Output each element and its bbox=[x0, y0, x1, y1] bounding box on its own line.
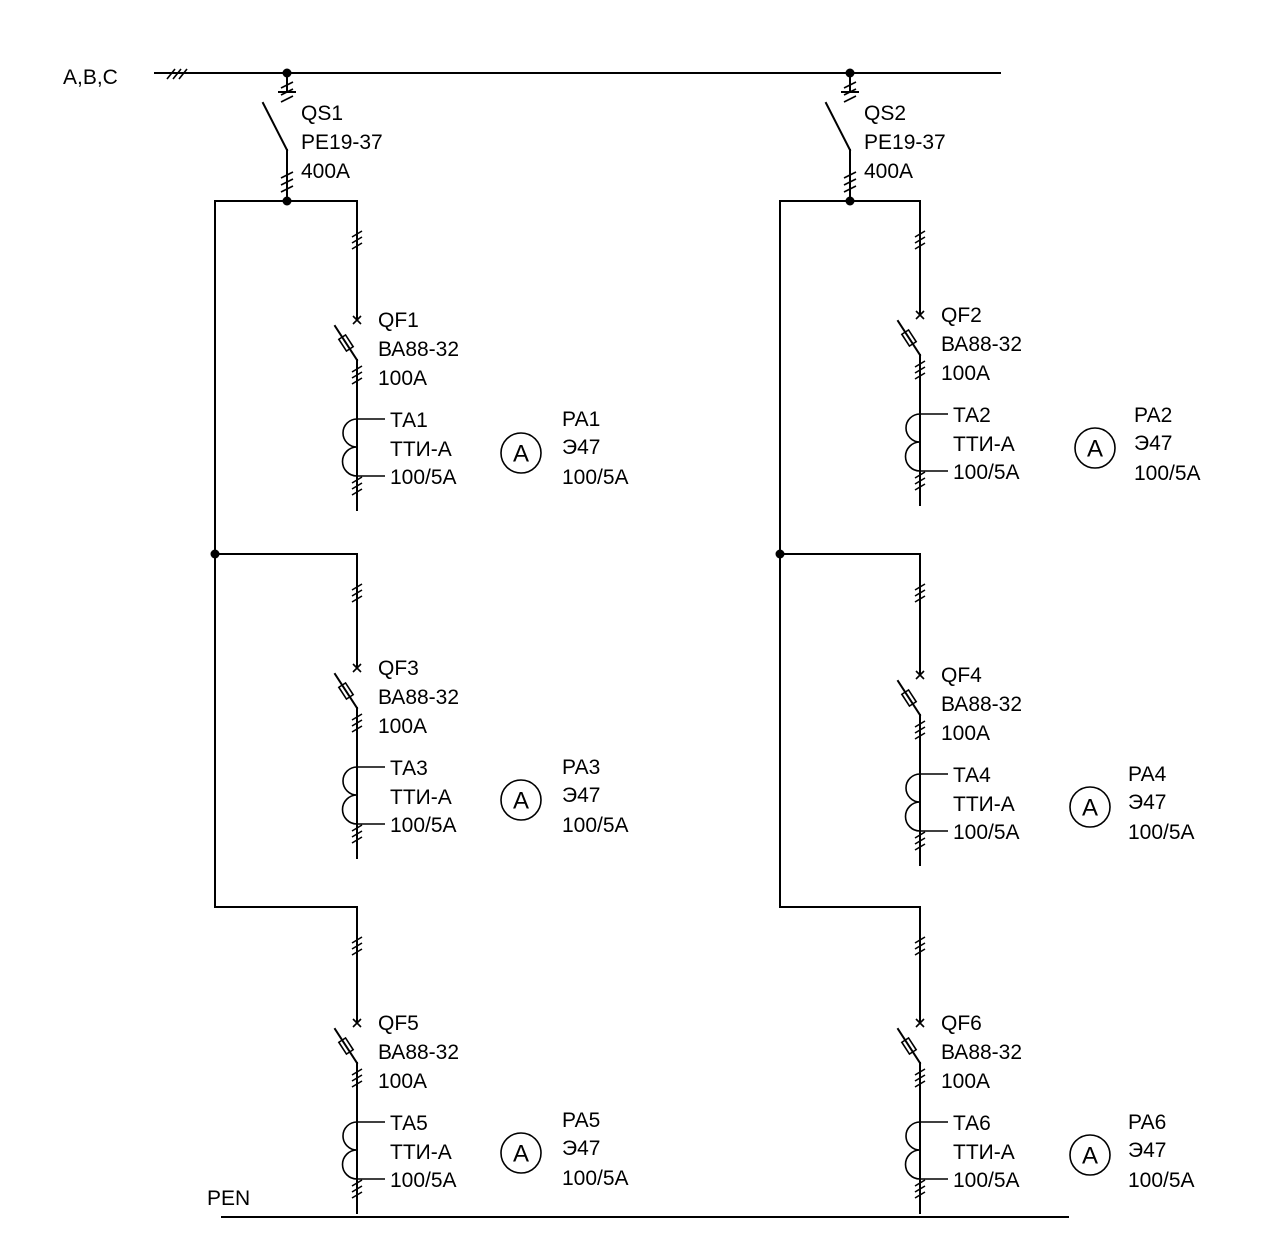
ammeter-letter: A bbox=[1087, 436, 1103, 463]
breaker-type: ВА88-32 bbox=[941, 333, 1022, 356]
meter-type: Э47 bbox=[1128, 791, 1166, 814]
ct-ratio: 100/5А bbox=[390, 1169, 457, 1192]
ct-ratio: 100/5А bbox=[953, 1169, 1020, 1192]
meter-range: 100/5А bbox=[1128, 1169, 1195, 1192]
ct-type: ТТИ-А bbox=[390, 438, 452, 461]
bus-phases-label: A,B,C bbox=[63, 66, 118, 89]
current-transformer-symbol bbox=[341, 1121, 385, 1214]
breaker-id: QF1 bbox=[378, 309, 419, 332]
ct-id: ТА6 bbox=[953, 1112, 991, 1135]
meter-range: 100/5А bbox=[1128, 821, 1195, 844]
ct-id: ТА1 bbox=[390, 409, 428, 432]
ammeter-letter: A bbox=[513, 1141, 529, 1168]
qs2-type: РЕ19-37 bbox=[864, 131, 946, 154]
meter-id: РА1 bbox=[562, 408, 600, 431]
ammeter-symbol: A bbox=[1069, 786, 1111, 828]
ammeter-letter: A bbox=[513, 788, 529, 815]
current-transformer-symbol bbox=[341, 766, 385, 859]
breaker-rating: 100А bbox=[378, 715, 427, 738]
breaker-symbol bbox=[896, 310, 925, 357]
qs1-id: QS1 bbox=[301, 102, 343, 125]
pen-conductor: PEN bbox=[207, 1187, 1069, 1218]
pen-label: PEN bbox=[207, 1187, 250, 1210]
qs2-id: QS2 bbox=[864, 102, 906, 125]
ct-type: ТТИ-А bbox=[953, 433, 1015, 456]
meter-range: 100/5А bbox=[562, 814, 629, 837]
meter-id: РА4 bbox=[1128, 763, 1167, 786]
section-right: QS2 РЕ19-37 400А bbox=[775, 68, 946, 908]
current-transformer-symbol bbox=[904, 413, 948, 506]
meter-range: 100/5А bbox=[1134, 462, 1201, 485]
ct-type: ТТИ-А bbox=[953, 793, 1015, 816]
breaker-rating: 100А bbox=[378, 1070, 427, 1093]
ct-id: ТА2 bbox=[953, 404, 991, 427]
qs1-type: РЕ19-37 bbox=[301, 131, 383, 154]
ammeter-symbol: A bbox=[500, 1132, 542, 1174]
breaker-symbol bbox=[896, 670, 925, 717]
meter-type: Э47 bbox=[1134, 432, 1172, 455]
ammeter-symbol: A bbox=[500, 779, 542, 821]
meter-type: Э47 bbox=[562, 1137, 600, 1160]
ct-id: ТА4 bbox=[953, 764, 991, 787]
breaker-rating: 100А bbox=[941, 362, 990, 385]
ct-ratio: 100/5А bbox=[390, 466, 457, 489]
breaker-id: QF2 bbox=[941, 304, 982, 327]
meter-id: РА6 bbox=[1128, 1111, 1166, 1134]
breaker-type: ВА88-32 bbox=[941, 1041, 1022, 1064]
ammeter-symbol: A bbox=[1074, 427, 1116, 469]
breaker-id: QF5 bbox=[378, 1012, 419, 1035]
ammeter-letter: A bbox=[513, 441, 529, 468]
breaker-symbol bbox=[896, 1018, 925, 1065]
main-bus: A,B,C bbox=[63, 66, 1001, 89]
breaker-type: ВА88-32 bbox=[378, 338, 459, 361]
meter-type: Э47 bbox=[562, 784, 600, 807]
ct-type: ТТИ-А bbox=[390, 1141, 452, 1164]
breaker-type: ВА88-32 bbox=[378, 686, 459, 709]
meter-range: 100/5А bbox=[562, 1167, 629, 1190]
breaker-id: QF6 bbox=[941, 1012, 982, 1035]
qs1-rating: 400А bbox=[301, 160, 350, 183]
meter-id: РА3 bbox=[562, 756, 600, 779]
meter-type: Э47 bbox=[562, 436, 600, 459]
ammeter-symbol: A bbox=[500, 432, 542, 474]
breaker-symbol bbox=[333, 663, 362, 710]
breaker-rating: 100А bbox=[941, 1070, 990, 1093]
meter-id: РА5 bbox=[562, 1109, 600, 1132]
ammeter-letter: A bbox=[1082, 795, 1098, 822]
ct-ratio: 100/5А bbox=[390, 814, 457, 837]
ct-id: ТА3 bbox=[390, 757, 428, 780]
ct-ratio: 100/5А bbox=[953, 821, 1020, 844]
ct-type: ТТИ-А bbox=[390, 786, 452, 809]
current-transformer-symbol bbox=[904, 1121, 948, 1214]
breaker-rating: 100А bbox=[941, 722, 990, 745]
breaker-type: ВА88-32 bbox=[378, 1041, 459, 1064]
meter-id: РА2 bbox=[1134, 404, 1172, 427]
ammeter-symbol: A bbox=[1069, 1134, 1111, 1176]
meter-type: Э47 bbox=[1128, 1139, 1166, 1162]
breaker-id: QF4 bbox=[941, 664, 982, 687]
breaker-symbol bbox=[333, 1018, 362, 1065]
meter-range: 100/5А bbox=[562, 466, 629, 489]
ammeter-letter: A bbox=[1082, 1143, 1098, 1170]
ct-ratio: 100/5А bbox=[953, 461, 1020, 484]
breaker-id: QF3 bbox=[378, 657, 419, 680]
qs2-rating: 400А bbox=[864, 160, 913, 183]
ct-id: ТА5 bbox=[390, 1112, 428, 1135]
breaker-symbol bbox=[333, 315, 362, 362]
breaker-type: ВА88-32 bbox=[941, 693, 1022, 716]
current-transformer-symbol bbox=[341, 418, 385, 511]
breaker-rating: 100А bbox=[378, 367, 427, 390]
current-transformer-symbol bbox=[904, 773, 948, 866]
section-left: QS1 РЕ19-37 400А bbox=[210, 68, 383, 908]
ct-type: ТТИ-А bbox=[953, 1141, 1015, 1164]
